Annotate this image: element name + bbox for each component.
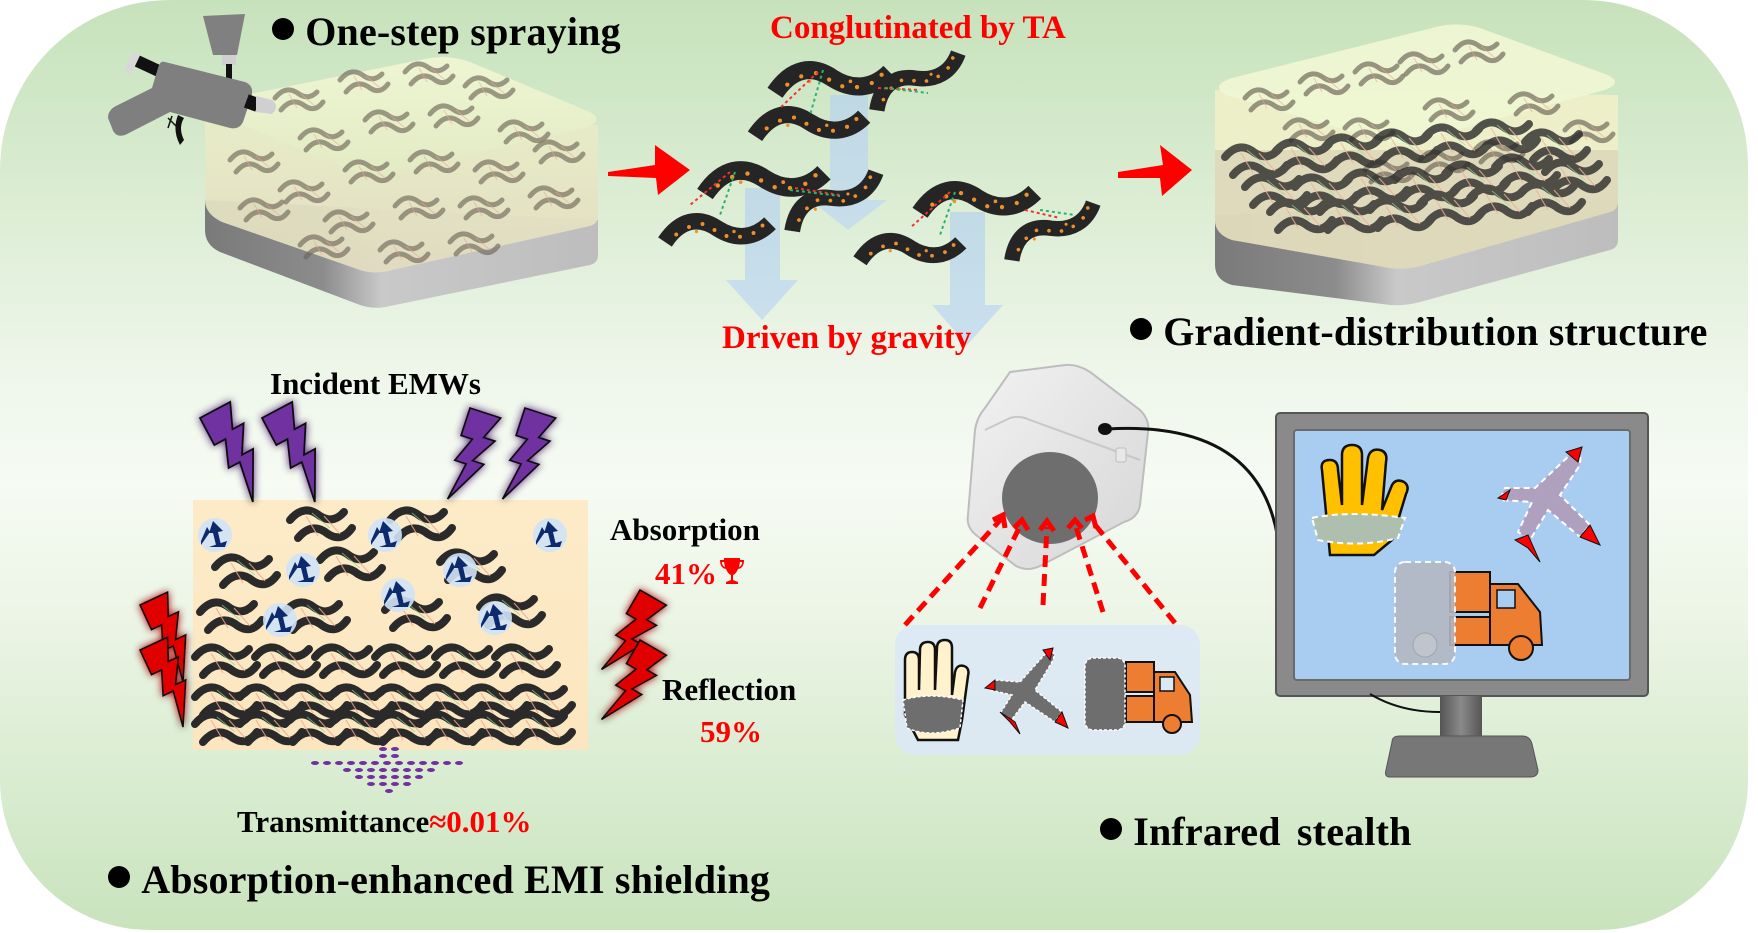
label-reflection: Reflection [662, 672, 797, 707]
screen-airplane-icon [1496, 446, 1602, 563]
process-arrow-2 [1118, 145, 1192, 196]
section-title-gradient: Gradient-distribution structure [1130, 312, 1708, 352]
label-incident-emws: Incident EMWs [270, 366, 481, 401]
bullet-icon [1100, 818, 1122, 841]
trophy-icon [720, 558, 744, 584]
incident-emw-bolts [199, 400, 559, 509]
target-objects-card [895, 625, 1200, 755]
infrared-radiation-lines [903, 515, 1177, 627]
section-title-spraying: One-step spraying [272, 12, 621, 52]
screen-hand-icon [1310, 443, 1409, 557]
label-absorption: Absorption [610, 512, 760, 547]
section-title-infrared: Infrared stealth [1100, 812, 1412, 852]
bullet-icon [272, 18, 294, 41]
monitor-icon [1275, 412, 1649, 778]
section-title-emi: Absorption-enhanced EMI shielding [108, 860, 770, 900]
label-conglutinated-by-ta: Conglutinated by TA [770, 10, 1066, 46]
screen-truck-icon [1394, 561, 1544, 665]
sprayed-film-block [205, 57, 598, 308]
emi-shielding-diagram [139, 400, 669, 793]
hand-icon [902, 638, 970, 742]
process-arrow-1 [608, 145, 690, 195]
truck-icon [1084, 657, 1194, 734]
label-transmittance: Transmittance [237, 804, 430, 839]
absorption-value: 41% [655, 556, 745, 589]
airplane-icon [983, 647, 1069, 735]
bullet-icon [108, 866, 130, 889]
bullet-icon [1130, 318, 1152, 341]
reflection-value: 59% [700, 714, 762, 749]
transmittance-line: Transmittance≈0.01% [237, 806, 532, 837]
ta-conglutinated-ribbons [665, 51, 1101, 260]
label-driven-by-gravity: Driven by gravity [722, 320, 972, 356]
infrared-arrowheads [991, 511, 1099, 533]
transmitted-emw-dots [311, 747, 463, 793]
gradient-film-block [1215, 24, 1618, 306]
transmittance-value: ≈0.01% [429, 804, 532, 839]
spray-gun-icon [108, 14, 276, 145]
